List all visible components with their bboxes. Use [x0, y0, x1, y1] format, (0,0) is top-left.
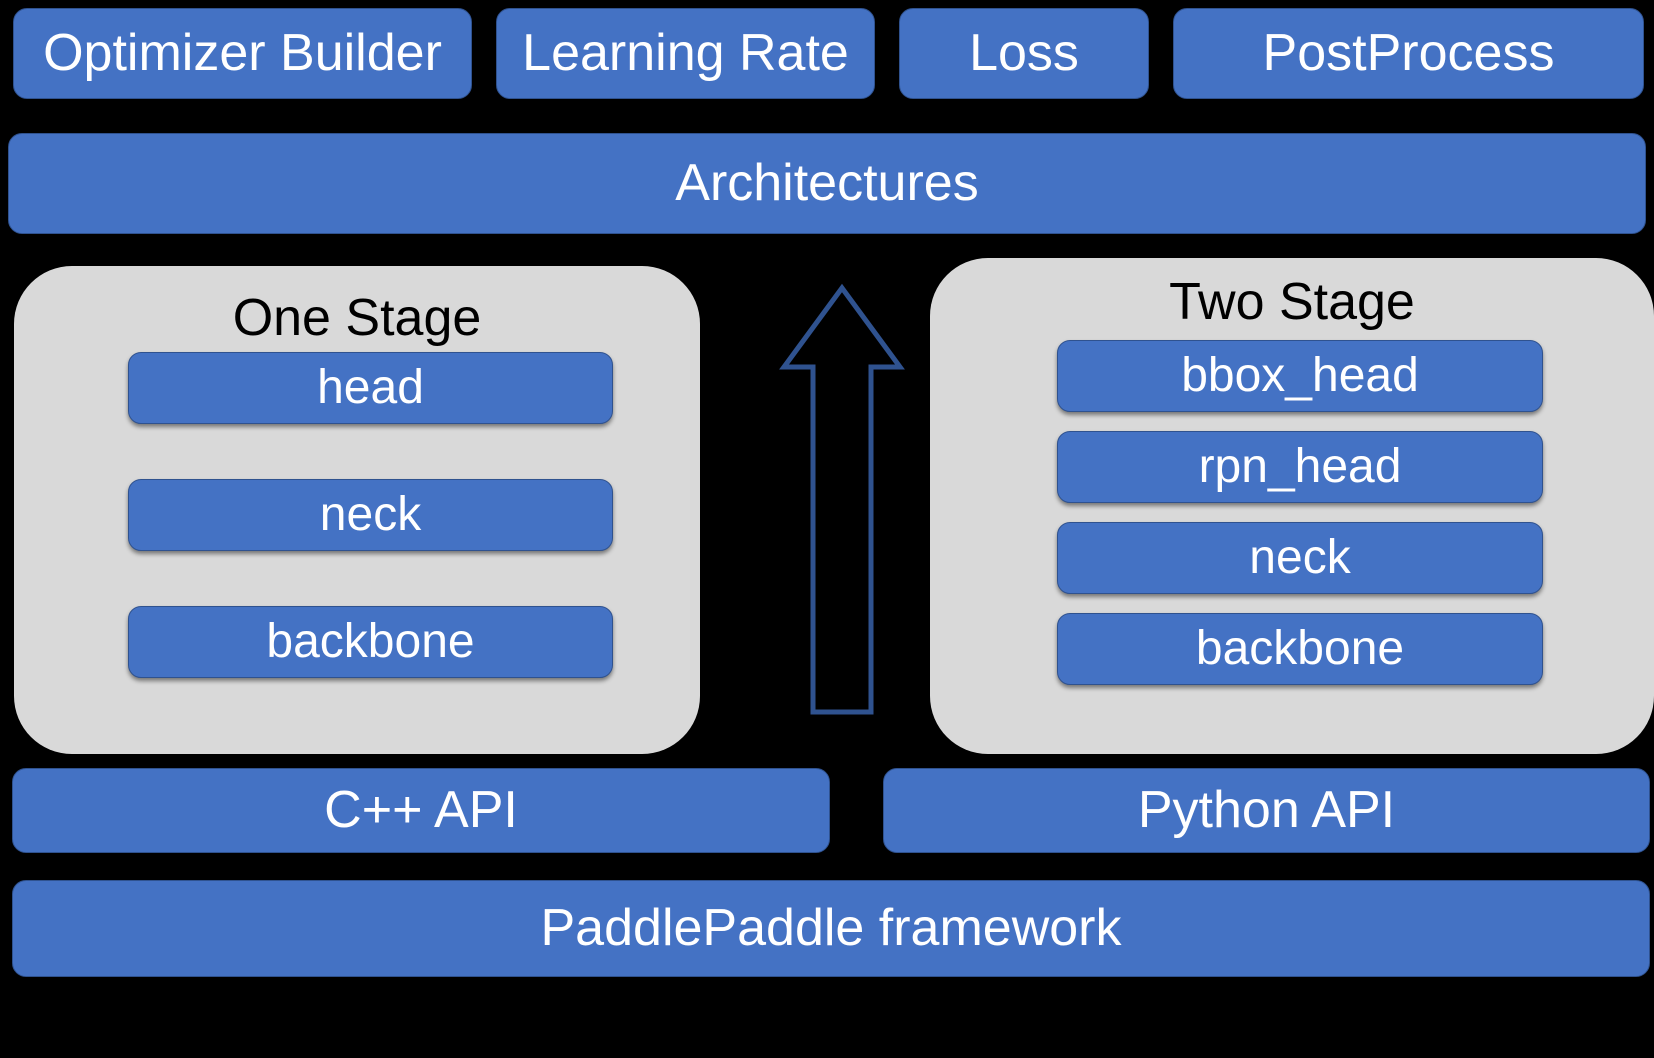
stage-title-one-stage: One Stage — [232, 289, 482, 347]
api-bar-python[interactable]: Python API — [883, 768, 1650, 853]
framework-label: PaddlePaddle framework — [540, 899, 1122, 958]
component-label: bbox_head — [1181, 348, 1419, 402]
module-label: Optimizer Builder — [43, 24, 442, 83]
module-box-learning-rate[interactable]: Learning Rate — [496, 8, 875, 99]
component-label: neck — [319, 487, 422, 541]
api-label: Python API — [1137, 781, 1396, 840]
api-bar-cpp[interactable]: C++ API — [12, 768, 830, 853]
component-box-rpn-head[interactable]: rpn_head — [1057, 431, 1543, 503]
component-label: backbone — [266, 614, 475, 668]
component-box-backbone[interactable]: backbone — [128, 606, 613, 678]
architectures-bar[interactable]: Architectures — [8, 133, 1646, 234]
component-label: backbone — [1195, 621, 1405, 675]
architectures-label: Architectures — [675, 154, 979, 213]
component-box-bbox-head[interactable]: bbox_head — [1057, 340, 1543, 412]
module-label: Learning Rate — [522, 24, 849, 83]
stage-title-two-stage: Two Stage — [1169, 273, 1415, 331]
module-label: Loss — [969, 24, 1079, 83]
framework-bar[interactable]: PaddlePaddle framework — [12, 880, 1650, 977]
component-label: rpn_head — [1198, 439, 1402, 493]
up-arrow-icon — [779, 283, 905, 715]
module-box-loss[interactable]: Loss — [899, 8, 1149, 99]
component-label: neck — [1249, 530, 1351, 584]
component-label: head — [317, 360, 424, 414]
module-box-optimizer-builder[interactable]: Optimizer Builder — [13, 8, 472, 99]
component-box-head[interactable]: head — [128, 352, 613, 424]
api-label: C++ API — [324, 781, 518, 840]
module-box-postprocess[interactable]: PostProcess — [1173, 8, 1644, 99]
component-box-backbone-two-stage[interactable]: backbone — [1057, 613, 1543, 685]
module-label: PostProcess — [1262, 24, 1555, 83]
component-box-neck-two-stage[interactable]: neck — [1057, 522, 1543, 594]
component-box-neck[interactable]: neck — [128, 479, 613, 551]
